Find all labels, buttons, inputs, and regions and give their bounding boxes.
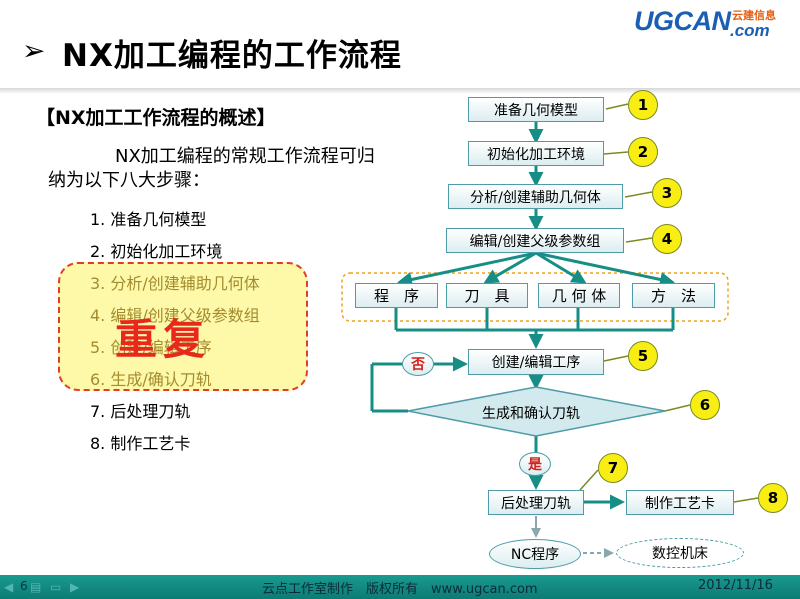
operation-box: 创建/编辑工序 [468, 349, 604, 375]
post-process-box: 后处理刀轨 [488, 490, 584, 515]
repeat-highlight-box [58, 262, 308, 391]
step-item: 5. 创建/编辑工序 [90, 338, 212, 357]
slide-footer [0, 575, 800, 599]
generate-toolpath-label: 生成和确认刀轨 [482, 406, 580, 422]
step-item: 6. 生成/确认刀轨 [90, 370, 212, 389]
slide-header [0, 0, 800, 88]
slide-notes-icon[interactable]: ▭ [50, 580, 62, 594]
step-number-badge: 7 [598, 453, 628, 483]
method-box: 方 法 [632, 283, 715, 308]
slide-menu-icon[interactable]: ▤ [30, 580, 42, 594]
geometry-box: 几 何 体 [538, 283, 620, 308]
ugcan-logo: UGCAN 云建信息 .com [634, 6, 794, 40]
title-bullet-icon: ➢ [22, 34, 46, 67]
parent-group-box: 编辑/创建父级参数组 [446, 228, 624, 253]
intro-text-line2: 纳为以下八大步骤： [48, 170, 210, 191]
step-number-badge: 5 [628, 341, 658, 371]
logo-com-text: .com [730, 21, 770, 40]
next-slide-icon[interactable]: ▶ [70, 580, 80, 594]
step-number-badge: 3 [652, 178, 682, 208]
footer-date: 2012/11/16 [698, 578, 773, 593]
step-number-badge: 6 [690, 390, 720, 420]
overview-heading: 【NX加工工作流程的概述】 [36, 107, 276, 129]
generate-toolpath-diamond [407, 386, 666, 437]
step-number-badge: 8 [758, 483, 788, 513]
repeat-label: 重复 [115, 315, 212, 364]
step-item: 2. 初始化加工环境 [90, 242, 223, 261]
prepare-geometry-box: 准备几何模型 [468, 97, 604, 122]
logo-main-text: UGCAN [634, 6, 731, 36]
yes-label: 是 [519, 452, 551, 476]
page-number: 6 [20, 579, 28, 593]
flowchart-connectors [341, 103, 759, 558]
analyze-geometry-box: 分析/创建辅助几何体 [448, 184, 623, 209]
init-environment-box: 初始化加工环境 [468, 141, 604, 166]
program-box: 程 序 [355, 283, 438, 308]
prev-slide-icon[interactable]: ◀ [4, 580, 14, 594]
step-item: 1. 准备几何模型 [90, 210, 207, 229]
no-label: 否 [402, 352, 434, 376]
nc-program-box: NC程序 [489, 539, 581, 569]
step-item: 3. 分析/创建辅助几何体 [90, 274, 260, 293]
header-divider [0, 88, 800, 94]
logo-cn-text: 云建信息 [732, 9, 776, 22]
page-title: NX加工编程的工作流程 [62, 38, 402, 74]
step-number-badge: 1 [628, 90, 658, 120]
parent-group-frame [341, 272, 729, 322]
workflow-flowchart: 准备几何模型 初始化加工环境 分析/创建辅助几何体 编辑/创建父级参数组 程 序… [341, 90, 788, 569]
cnc-machine-box: 数控机床 [616, 538, 744, 568]
tool-box: 刀 具 [446, 283, 528, 308]
step-number-badge: 4 [652, 224, 682, 254]
step-item: 8. 制作工艺卡 [90, 434, 191, 453]
footer-credit: 云点工作室制作 版权所有 www.ugcan.com [262, 582, 538, 597]
intro-text-line1: NX加工编程的常规工作流程可归 [115, 146, 375, 167]
step-number-badge: 2 [628, 137, 658, 167]
step-item: 4. 编辑/创建父级参数组 [90, 306, 260, 325]
process-card-box: 制作工艺卡 [626, 490, 734, 515]
step-item: 7. 后处理刀轨 [90, 402, 191, 421]
